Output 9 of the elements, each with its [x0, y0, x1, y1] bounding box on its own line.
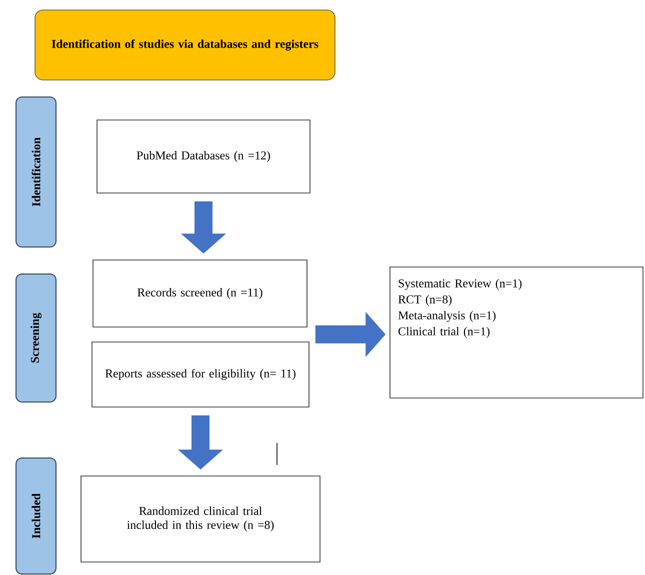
stage-band: Identification [16, 96, 56, 248]
process-box: Reports assessed for eligibility (n= 11) [92, 342, 310, 408]
process-box: PubMed Databases (n =12) [96, 120, 310, 194]
stage-band: Included [16, 457, 56, 574]
stage-band: Screening [16, 273, 56, 402]
result-box: Systematic Review (n=1) RCT (n=8) Meta-analysis (n=1) Clinical trial (n=1) [390, 266, 644, 398]
process-box: Randomized clinical trial included in this review (n =8) [80, 476, 320, 562]
title-banner: Identification of studies via databases and registers [34, 10, 336, 80]
process-box: Records screened (n =11) [92, 260, 308, 328]
